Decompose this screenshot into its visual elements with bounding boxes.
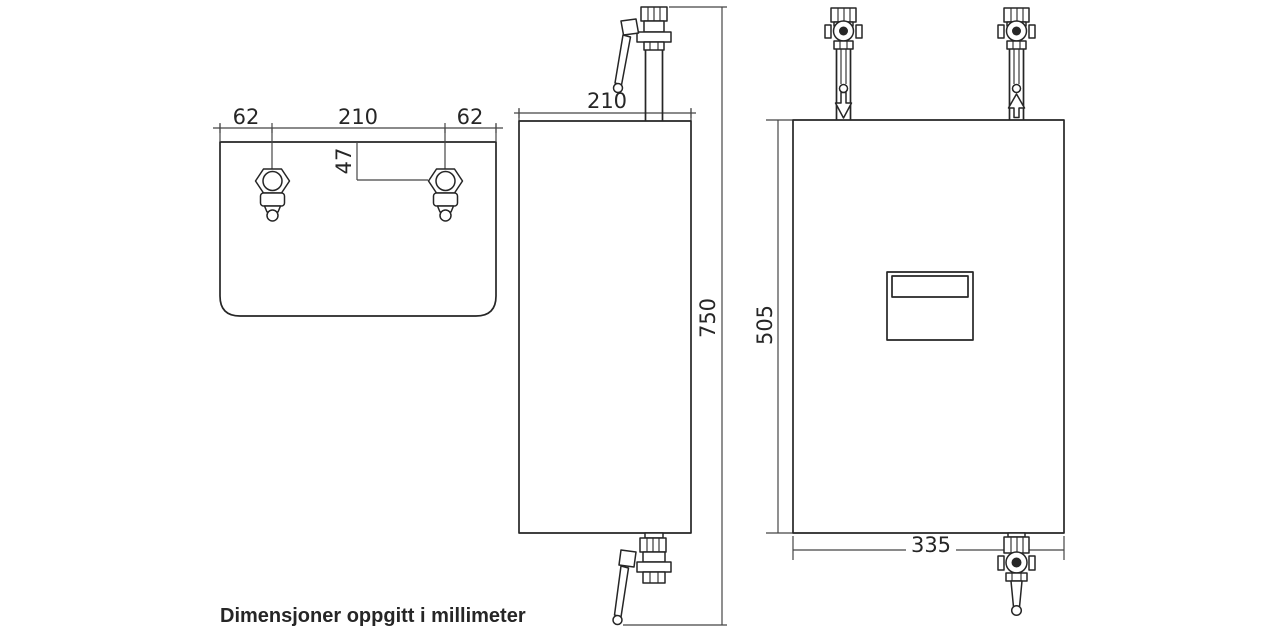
dim-extension-lines [792,536,1065,560]
valve-neck [642,551,666,563]
pipe [644,50,664,121]
nut-hatch [1010,8,1024,22]
dim-line-47 [356,142,428,181]
flow-shaft [1013,49,1020,84]
valve-top-view-left [254,168,291,222]
lever-arm [614,34,632,86]
lower-hatch [649,572,659,583]
lower-nut [833,40,854,50]
nut-hatch [837,8,851,22]
lever-hub [620,18,640,36]
valve-front-inlet [824,7,863,120]
lower-nut [1006,40,1027,50]
spout-tip [1010,604,1023,617]
dim-label-port-depth: 47 [332,148,356,175]
side-view-body [518,120,692,534]
units-note: Dimensjoner oppgitt i millimeter [220,605,526,627]
flow-shaft [840,49,847,84]
dim-label-port-spacing: 210 [338,105,378,129]
top-view: 62 210 62 47 [213,105,503,317]
dim-side-width: 210 [514,89,696,121]
panel-display-window [891,275,969,298]
display-panel [886,271,974,341]
nut-hatch [1010,537,1024,553]
dim-overall-height: 750 [623,6,727,626]
drain-spout [1010,580,1023,608]
dim-label-overall-height: 750 [696,298,720,338]
port-leader-lines [271,128,446,172]
flow-arrow-down-icon [834,91,853,119]
flow-arrow-up-icon [1007,93,1026,119]
wing-left [997,24,1005,39]
label-mask [906,536,956,553]
lower-hatch [839,41,848,49]
valve-lower [642,571,666,584]
valve-lower [643,41,665,51]
valve-front-drain [997,532,1036,617]
lever-tip [612,82,624,94]
flow-node [838,83,849,94]
wing-right [1028,24,1036,39]
valve-neck [643,20,665,33]
dim-chain-top: 62 210 62 [213,105,503,172]
dim-extension-lines [518,109,692,121]
dim-port-depth: 47 [332,142,428,181]
handle-neck [263,205,282,213]
handle-pivot [432,192,459,207]
lower-hatch [649,42,659,50]
wing-right [855,24,863,39]
top-view-outline [219,141,497,317]
valve-side-top [612,6,672,121]
handle-center [1011,557,1022,568]
dim-label-depth: 210 [587,89,627,113]
dim-label-left-offset: 62 [233,105,260,129]
handle-pivot [259,192,286,207]
nut-hatch [646,538,660,552]
handle-tip [439,209,452,222]
nut-hatch [647,7,661,21]
wing-left [824,24,832,39]
lower-nut [1005,572,1028,582]
valve-top-view-right [427,168,464,222]
lever-tip [612,614,623,626]
port-bore [262,170,283,192]
dim-extension-lines [219,124,497,142]
handle-neck [436,205,455,213]
front-view: 505 335 [753,7,1065,617]
dim-label-body-height: 505 [753,305,777,345]
dim-extension-lines [766,119,793,534]
lower-hatch [1012,41,1021,49]
panel-frame [886,271,974,341]
dim-label-body-width: 335 [911,533,951,557]
dim-body-height: 505 [753,119,793,534]
pipe [835,49,852,120]
wing-right [1028,555,1036,571]
handle-tip [266,209,279,222]
lower-hatch [1011,573,1022,581]
valve-body [636,561,672,573]
wing-left [997,555,1005,571]
valve-front-outlet [997,7,1036,120]
valve-side-bottom [612,532,672,626]
side-view: 210 [514,6,727,626]
handle-center [839,26,848,36]
lever-arm [613,565,630,618]
handle-center [1012,26,1021,36]
lever-hub [618,549,637,568]
dim-label-right-offset: 62 [457,105,484,129]
front-view-body [792,119,1065,534]
flow-node [1011,83,1022,94]
valve-body [636,31,672,43]
dim-extension-lines [623,6,727,626]
port-bore [435,170,456,192]
